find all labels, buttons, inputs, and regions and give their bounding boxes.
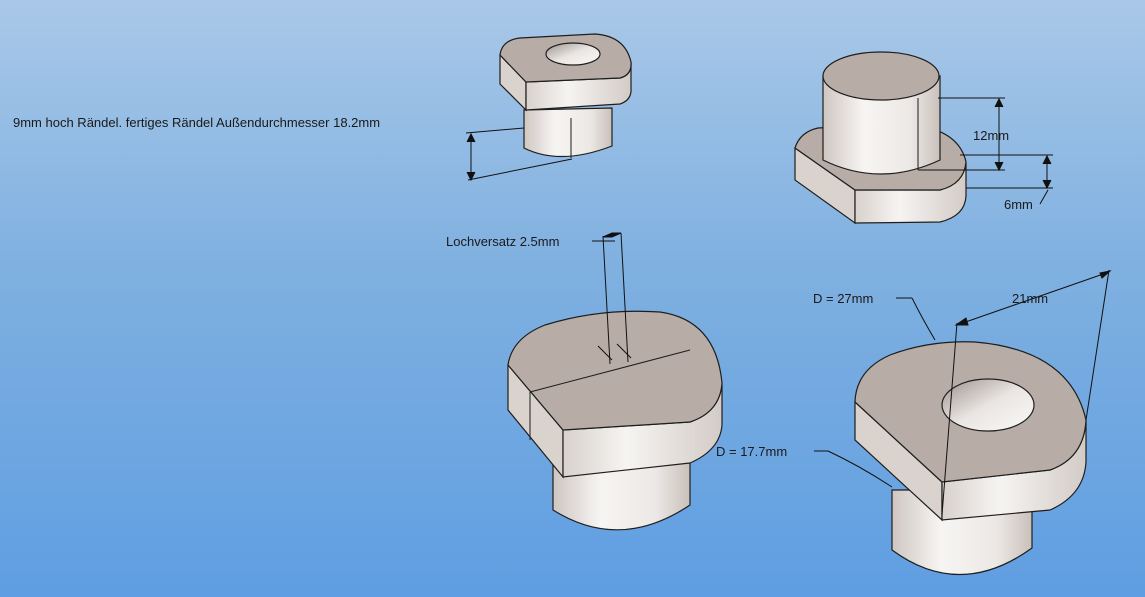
solid-bushing [507, 310, 723, 531]
small-bushing-hole [545, 42, 601, 66]
cylinder-height-dimensions [918, 97, 1053, 205]
small-bushing-shank [523, 107, 613, 158]
cylinder-top-face [822, 51, 940, 101]
large-bushing-hole [941, 378, 1035, 432]
small-flanged-bushing [499, 33, 632, 158]
diameter-17-7mm-label: D = 17.7mm [716, 444, 788, 459]
knurl-height-dimension [465, 127, 573, 182]
large-bushing-dimensions [814, 269, 1112, 516]
hole-offset-dimension [592, 232, 632, 365]
solid-bushing-shank [552, 459, 691, 531]
solid-bushing-flange-top [507, 310, 723, 431]
width-21mm-label: 21mm [1012, 291, 1049, 306]
hole-offset-label: Lochversatz 2.5mm [446, 234, 560, 249]
large-flanged-bushing [854, 341, 1087, 576]
knurl-height-label: 9mm hoch Rändel. fertiges Rändel Außendu… [13, 115, 381, 130]
diameter-27mm-label: D = 27mm [813, 291, 874, 306]
height-6mm-label: 6mm [1004, 197, 1033, 212]
height-12mm-label: 12mm [973, 128, 1010, 143]
flanged-cylinder [794, 51, 967, 225]
